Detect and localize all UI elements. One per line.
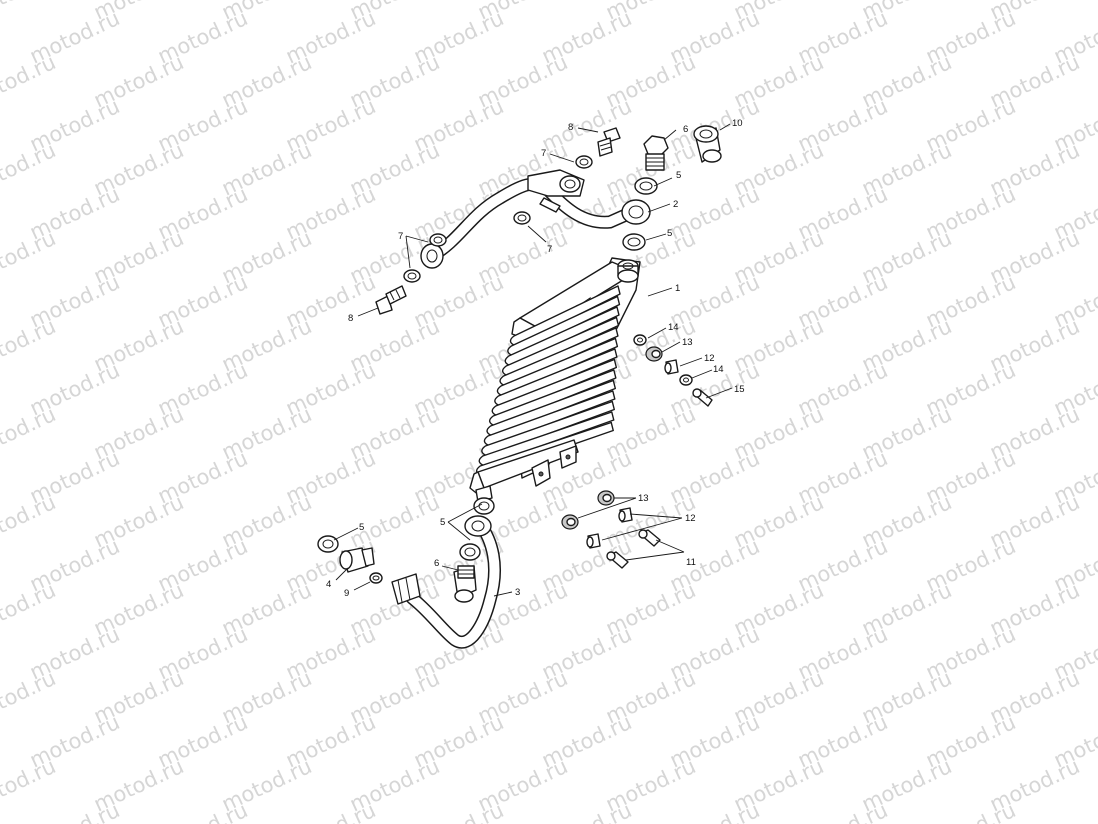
radiator-fin (502, 316, 620, 377)
watermark-text: motod.ru (794, 798, 891, 824)
callout-3: 3 (515, 587, 520, 598)
watermark-text: motod.ru (0, 578, 59, 640)
callout-5: 5 (359, 522, 364, 533)
sealing-washers (317, 155, 658, 584)
fitting-6-lower (457, 565, 475, 579)
watermark-text: motod.ru (0, 314, 59, 376)
radiator-fin (481, 400, 615, 457)
watermark-text: motod.ru (0, 226, 59, 288)
adapter-fitting-10 (693, 125, 722, 163)
upper-oil-pipe (420, 169, 651, 269)
callout-2: 2 (673, 199, 678, 210)
callout-4: 4 (326, 579, 331, 590)
radiator-fin (494, 348, 618, 407)
watermark-text: motod.ru (0, 666, 59, 728)
callout-7: 7 (398, 231, 403, 242)
hex-bolt-6-upper (643, 135, 669, 171)
grommet-bolt-set-lower (561, 490, 661, 569)
radiator-fin (499, 327, 619, 387)
callout-12: 12 (685, 513, 696, 524)
callout-11: 11 (686, 557, 696, 568)
grommet-bolt-set-upper (633, 334, 713, 407)
watermark-text: motod.ru (0, 754, 59, 816)
watermark-text: motod.ru (922, 798, 1019, 824)
callout-10: 10 (732, 118, 743, 129)
callout-5: 5 (440, 517, 445, 528)
watermark-text: motod.ru (0, 0, 59, 25)
watermark-text: motod.ru (282, 798, 379, 824)
watermark-text: motod.ru (666, 798, 763, 824)
callout-1: 1 (675, 283, 680, 294)
callout-14: 14 (668, 322, 679, 333)
radiator-fin (496, 337, 619, 397)
watermark-text: motod.ru (538, 798, 635, 824)
bolt-8-upper (597, 127, 621, 157)
callout-6: 6 (683, 124, 688, 135)
callout-5: 5 (676, 170, 681, 181)
watermark-text: motod.ru (154, 798, 251, 824)
radiator-fin (478, 411, 615, 467)
callout-15: 15 (734, 384, 745, 395)
callout-12: 12 (704, 353, 715, 364)
radiator-fin (491, 358, 618, 417)
bolt-8-left (375, 285, 407, 315)
radiator-fin (483, 390, 616, 447)
union-fitting-4 (339, 547, 375, 573)
watermark-text: motod.ru (0, 490, 59, 552)
callout-6: 6 (434, 558, 439, 569)
callout-13: 13 (638, 493, 649, 504)
callout-8: 8 (348, 313, 353, 324)
callout-13: 13 (682, 337, 693, 348)
watermark-text: motod.ru (0, 50, 59, 112)
callout-8: 8 (568, 122, 573, 133)
callout-9: 9 (344, 588, 349, 599)
watermark-text: motod.ru (26, 798, 123, 824)
leader-lines (333, 123, 733, 597)
watermark-text: motod.ru (1050, 798, 1098, 824)
radiator-fin (489, 369, 617, 427)
radiator-fin (504, 306, 620, 367)
radiator-fin (507, 295, 621, 357)
watermark-text: motod.ru (0, 138, 59, 200)
watermark-text: motod.ru (410, 798, 507, 824)
callout-7: 7 (541, 148, 546, 159)
callout-numbers: 1 2 3 4 5 5 5 5 6 6 7 7 7 8 8 9 10 11 12… (326, 118, 745, 599)
callout-5: 5 (667, 228, 672, 239)
watermark-text: motod.ru (0, 402, 59, 464)
radiator-fin (486, 379, 617, 437)
oil-cooler-radiator (469, 257, 641, 503)
callout-14: 14 (713, 364, 724, 375)
callout-7: 7 (547, 244, 552, 255)
